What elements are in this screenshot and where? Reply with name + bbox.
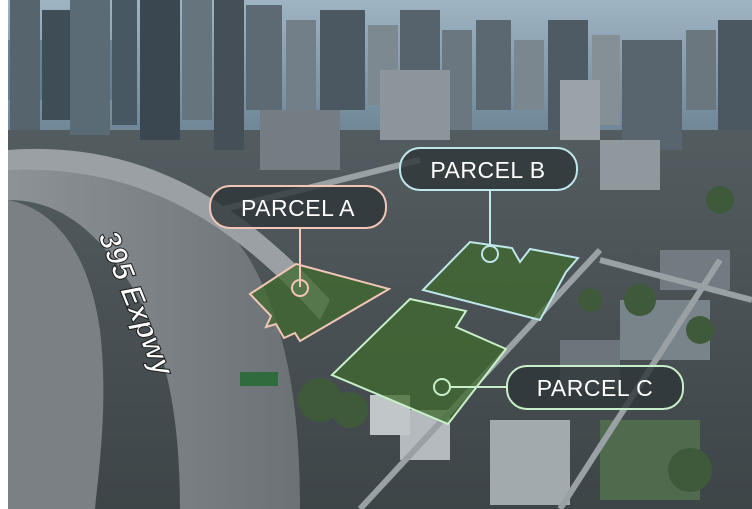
parcel-b-label-box[interactable] [399,147,578,191]
parcel-a-marker [291,279,309,297]
parcel-c-label-box[interactable] [506,365,684,410]
expressway [8,148,330,509]
parcel-c-marker [433,378,451,396]
parcel-c[interactable]: PARCEL C [330,297,684,426]
parcel-a-label: PARCEL A [241,195,355,221]
parcel-b[interactable]: PARCEL B [399,147,580,322]
parcel-b-marker [481,245,499,263]
parcel-a-label-box[interactable] [209,185,387,229]
parcel-b-outline[interactable] [421,240,580,322]
parcel-c-label: PARCEL C [537,375,653,401]
parcel-b-label: PARCEL B [430,157,545,183]
trees [298,186,734,492]
highway-sign [240,372,278,386]
parcel-c-outline[interactable] [330,297,508,426]
skyline-buildings [10,0,752,150]
parcel-a[interactable]: PARCEL A [209,185,392,343]
parcel-a-outline[interactable] [248,262,392,343]
